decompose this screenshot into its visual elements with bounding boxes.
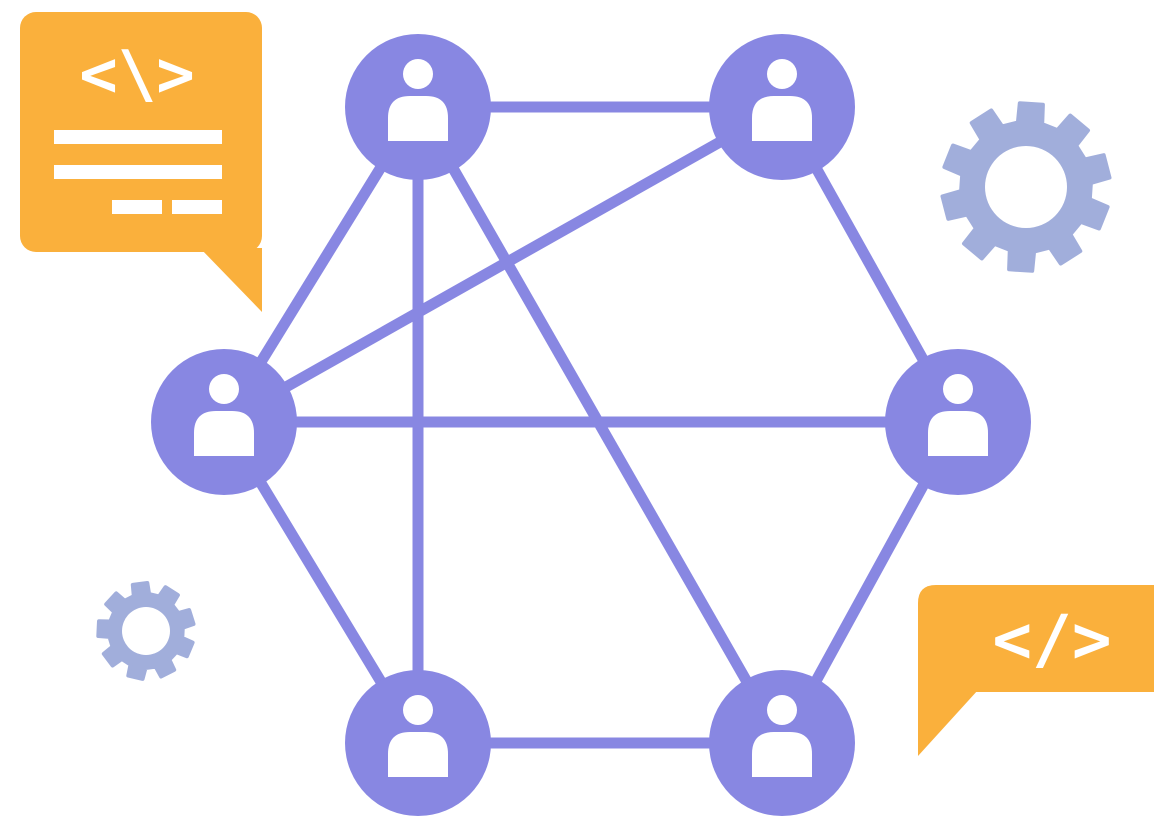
user-icon — [388, 59, 448, 141]
user-head — [209, 374, 239, 404]
user-body — [752, 732, 812, 777]
bubble-tail — [200, 248, 262, 312]
user-head — [767, 59, 797, 89]
node-bottom-left — [345, 670, 491, 816]
node-mid-right — [885, 349, 1031, 495]
user-icon — [388, 695, 448, 777]
gear-hole — [122, 607, 170, 655]
bubble-body — [918, 585, 1154, 692]
bubble-code-label: <\> — [79, 38, 195, 112]
node-bottom-right — [709, 670, 855, 816]
code-snippet-bubble: <\> — [20, 12, 262, 312]
user-body — [928, 411, 988, 456]
user-body — [752, 96, 812, 141]
user-head — [403, 695, 433, 725]
user-body — [388, 732, 448, 777]
edges-layer — [219, 101, 963, 749]
user-icon — [752, 695, 812, 777]
gear-icon — [96, 581, 196, 681]
edge-top-right-mid-left — [221, 102, 785, 427]
node-top-right — [709, 34, 855, 180]
user-icon — [752, 59, 812, 141]
user-icon — [928, 374, 988, 456]
user-body — [388, 96, 448, 141]
user-head — [767, 695, 797, 725]
gear-hole — [985, 146, 1067, 228]
code-snippet-icon — [54, 130, 222, 214]
node-mid-left — [151, 349, 297, 495]
gear-icon — [940, 101, 1112, 273]
bubble-tail — [918, 690, 978, 756]
user-head — [943, 374, 973, 404]
node-top-left — [345, 34, 491, 180]
nodes-layer — [151, 34, 1031, 816]
user-head — [403, 59, 433, 89]
code-tag-bubble: </> — [918, 585, 1154, 756]
bubble-code-label: </> — [992, 601, 1111, 678]
user-icon — [194, 374, 254, 456]
user-body — [194, 411, 254, 456]
